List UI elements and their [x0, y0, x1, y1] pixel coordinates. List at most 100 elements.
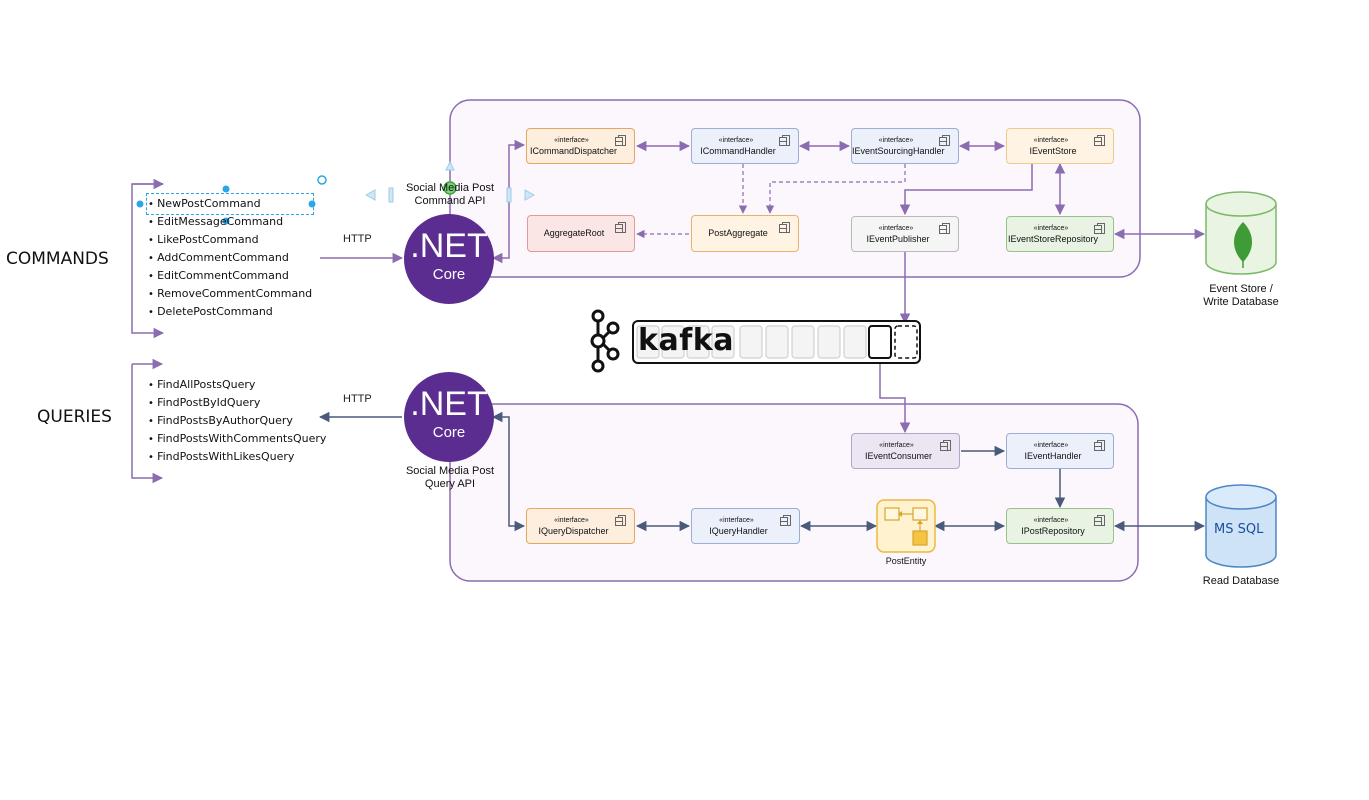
- write-database-label-line1: Event Store /: [1209, 283, 1273, 295]
- read-database-label: Read Database: [1202, 575, 1280, 587]
- component-icon: [939, 223, 950, 234]
- component-icon: [780, 515, 791, 526]
- commands-heading: COMMANDS: [6, 249, 109, 269]
- ievent-handler-box[interactable]: «interface» IEventHandler: [1006, 433, 1114, 469]
- command-item[interactable]: EditCommentCommand: [148, 267, 312, 285]
- component-name: IEventSourcingHandler: [852, 146, 945, 156]
- command-item[interactable]: DeletePostCommand: [148, 303, 312, 321]
- stereotype-label: «interface»: [878, 137, 914, 144]
- dotnet-logo-text: .NET: [410, 385, 488, 423]
- kafka-current-cell: [868, 325, 892, 359]
- component-icon: [940, 440, 951, 451]
- post-entity-icon: [876, 499, 936, 553]
- command-http-label: HTTP: [343, 233, 372, 245]
- query-item[interactable]: FindPostsWithCommentsQuery: [148, 430, 326, 448]
- component-icon: [779, 222, 790, 233]
- query-api-dotnet-logo[interactable]: .NET Core: [404, 372, 494, 462]
- command-api-dotnet-logo[interactable]: .NET Core: [404, 214, 494, 304]
- query-list: FindAllPostsQuery FindPostByIdQuery Find…: [148, 376, 326, 466]
- command-item[interactable]: RemoveCommentCommand: [148, 285, 312, 303]
- ievent-store-repository-box[interactable]: «interface» IEventStoreRepository: [1006, 216, 1114, 252]
- component-name: IEventStore: [1029, 146, 1077, 156]
- post-aggregate-box[interactable]: PostAggregate: [691, 215, 799, 252]
- rotate-handle-icon: [317, 175, 327, 185]
- stereotype-label: «interface»: [554, 517, 589, 524]
- ievent-consumer-box[interactable]: «interface» IEventConsumer: [851, 433, 960, 469]
- component-name: IEventPublisher: [866, 234, 930, 244]
- ievent-publisher-box[interactable]: «interface» IEventPublisher: [851, 216, 959, 252]
- dotnet-core-text: Core: [432, 424, 466, 441]
- query-item[interactable]: FindAllPostsQuery: [148, 376, 326, 394]
- component-name: ICommandHandler: [700, 146, 776, 156]
- kafka-label: kafka: [638, 323, 734, 358]
- stereotype-label: «interface»: [554, 137, 589, 144]
- move-handles: [364, 160, 536, 203]
- ievent-sourcing-handler-box[interactable]: «interface» IEventSourcingHandler: [851, 128, 959, 164]
- component-name: IQueryDispatcher: [538, 526, 609, 536]
- stereotype-label: «interface»: [878, 225, 914, 232]
- component-name: IQueryHandler: [709, 526, 768, 536]
- event-store-database-icon: [1205, 191, 1277, 275]
- command-item[interactable]: NewPostCommand: [145, 193, 315, 215]
- component-icon: [615, 135, 626, 146]
- component-name: ICommandDispatcher: [529, 146, 618, 156]
- query-api-caption-line2: Query API: [424, 478, 476, 490]
- query-http-label: HTTP: [343, 393, 372, 405]
- command-api-caption-line1: Social Media Post: [405, 182, 495, 194]
- iquery-dispatcher-box[interactable]: «interface» IQueryDispatcher: [526, 508, 635, 544]
- stereotype-label: «interface»: [718, 137, 754, 144]
- query-item[interactable]: FindPostsByAuthorQuery: [148, 412, 326, 430]
- stereotype-label: «interface»: [879, 442, 914, 449]
- read-database-icon: [1205, 484, 1277, 568]
- queryapi-dispatcher-link: [491, 411, 526, 532]
- icommand-dispatcher-box[interactable]: «interface» ICommandDispatcher: [526, 128, 635, 164]
- command-item[interactable]: LikePostCommand: [148, 231, 312, 249]
- query-api-caption: Social Media Post Query API: [393, 465, 507, 491]
- queries-bracket: [131, 358, 164, 484]
- command-api-caption-line2: Command API: [414, 195, 486, 207]
- kafka-next-cell: [894, 325, 918, 359]
- component-icon: [1094, 135, 1105, 146]
- command-api-caption: Social Media Post Command API: [393, 182, 507, 208]
- write-database-label: Event Store / Write Database: [1185, 283, 1297, 309]
- component-name: PostAggregate: [708, 228, 768, 238]
- command-item[interactable]: EditMessageCommand: [148, 213, 312, 231]
- dotnet-logo-text: .NET: [410, 227, 488, 265]
- aggregate-root-box[interactable]: AggregateRoot: [527, 215, 635, 252]
- stereotype-label: «interface»: [719, 517, 754, 524]
- component-icon: [1094, 515, 1105, 526]
- icommand-handler-box[interactable]: «interface» ICommandHandler: [691, 128, 799, 164]
- component-icon: [1094, 223, 1105, 234]
- component-name: IEventStoreRepository: [1007, 234, 1099, 244]
- query-item[interactable]: FindPostByIdQuery: [148, 394, 326, 412]
- query-api-caption-line1: Social Media Post: [405, 465, 495, 477]
- commands-bracket: [131, 178, 165, 339]
- command-list: NewPostCommand EditMessageCommand LikePo…: [145, 193, 315, 321]
- iquery-handler-box[interactable]: «interface» IQueryHandler: [691, 508, 800, 544]
- component-icon: [1094, 440, 1105, 451]
- dotnet-core-text: Core: [432, 266, 466, 283]
- query-panel: [449, 403, 1139, 582]
- component-name: IPostRepository: [1021, 526, 1085, 536]
- component-icon: [939, 135, 950, 146]
- ievent-store-box[interactable]: «interface» IEventStore: [1006, 128, 1114, 164]
- component-icon: [615, 515, 626, 526]
- mssql-logo-text: MS SQL: [1214, 522, 1264, 537]
- stereotype-label: «interface»: [1033, 137, 1069, 144]
- component-name: IEventHandler: [1024, 451, 1082, 461]
- query-item[interactable]: FindPostsWithLikesQuery: [148, 448, 326, 466]
- component-icon: [615, 222, 626, 233]
- kafka-consumer-link: [879, 362, 911, 434]
- ipost-repository-box[interactable]: «interface» IPostRepository: [1006, 508, 1114, 544]
- eventsourcing-aggregate-dashed: [765, 164, 906, 214]
- command-item[interactable]: AddCommentCommand: [148, 249, 312, 267]
- mongodb-leaf-icon: [1234, 222, 1252, 262]
- kafka-log-cells: [636, 325, 867, 359]
- stereotype-label: «interface»: [1033, 225, 1069, 232]
- kafka-logo-icon: [590, 309, 620, 373]
- write-database-label-line2: Write Database: [1203, 296, 1279, 308]
- component-name: IEventConsumer: [864, 451, 933, 461]
- post-entity-label: PostEntity: [885, 556, 927, 566]
- eventstore-publisher-link: [899, 164, 1033, 216]
- stereotype-label: «interface»: [1033, 442, 1069, 449]
